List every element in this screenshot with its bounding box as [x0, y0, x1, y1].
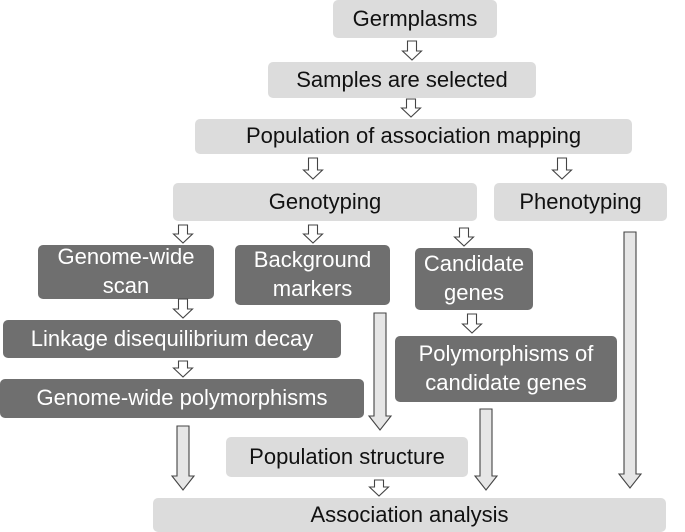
node-germplasms: Germplasms [333, 0, 497, 38]
node-candidate-polymorphisms-label: Polymorphisms of candidate genes [418, 341, 594, 395]
node-ld-decay: Linkage disequilibrium decay [3, 320, 341, 358]
arrow-population-to-phenotyping [551, 157, 573, 180]
arrow-ld-decay-to-genome-wide-polymorphisms [172, 360, 194, 378]
node-genotyping: Genotyping [173, 183, 477, 221]
node-candidate-genes: Candidate genes [415, 248, 533, 310]
arrow-background-markers-to-population-structure [367, 312, 393, 431]
node-genotyping-label: Genotyping [268, 188, 382, 214]
node-population-structure: Population structure [226, 437, 468, 477]
node-association-analysis-label: Association analysis [310, 501, 509, 527]
node-ld-decay-label: Linkage disequilibrium decay [30, 325, 314, 351]
node-association-analysis: Association analysis [153, 498, 666, 532]
arrow-scan-to-ld-decay [172, 298, 194, 319]
arrow-population-structure-to-association [368, 479, 390, 497]
arrow-genotyping-to-background-markers [302, 224, 324, 244]
node-population-label: Population of association mapping [245, 123, 582, 149]
arrow-candidate-genes-to-polymorphisms [461, 313, 483, 334]
node-genome-wide-scan: Genome-wide scan [38, 244, 214, 299]
node-background-markers: Background markers [235, 245, 390, 305]
arrow-germplasms-to-samples [401, 40, 423, 61]
node-phenotyping-label: Phenotyping [519, 188, 642, 214]
node-population-association-mapping: Population of association mapping [195, 119, 632, 154]
node-phenotyping: Phenotyping [494, 183, 667, 221]
node-samples-selected-label: Samples are selected [296, 66, 508, 92]
node-germplasms-label: Germplasms [352, 5, 478, 31]
arrow-genotyping-to-candidate-genes [453, 227, 475, 247]
node-candidate-genes-label: Candidate genes [423, 251, 525, 305]
arrow-population-to-genotyping [302, 157, 324, 180]
arrow-phenotyping-to-association [617, 231, 643, 489]
node-samples-selected: Samples are selected [268, 62, 536, 98]
arrow-candidate-polymorphisms-to-association [473, 408, 499, 491]
node-candidate-polymorphisms: Polymorphisms of candidate genes [395, 336, 617, 402]
node-population-structure-label: Population structure [249, 443, 445, 469]
node-background-markers-label: Background markers [253, 247, 372, 301]
node-genome-wide-polymorphisms: Genome-wide polymorphisms [0, 379, 364, 418]
node-genome-wide-scan-label: Genome-wide scan [57, 244, 195, 298]
arrow-samples-to-population [400, 98, 422, 118]
arrow-genotyping-to-genome-wide-scan [172, 224, 194, 244]
node-genome-wide-polymorphisms-label: Genome-wide polymorphisms [36, 385, 328, 411]
arrow-genome-wide-polymorphisms-to-association [170, 425, 196, 491]
